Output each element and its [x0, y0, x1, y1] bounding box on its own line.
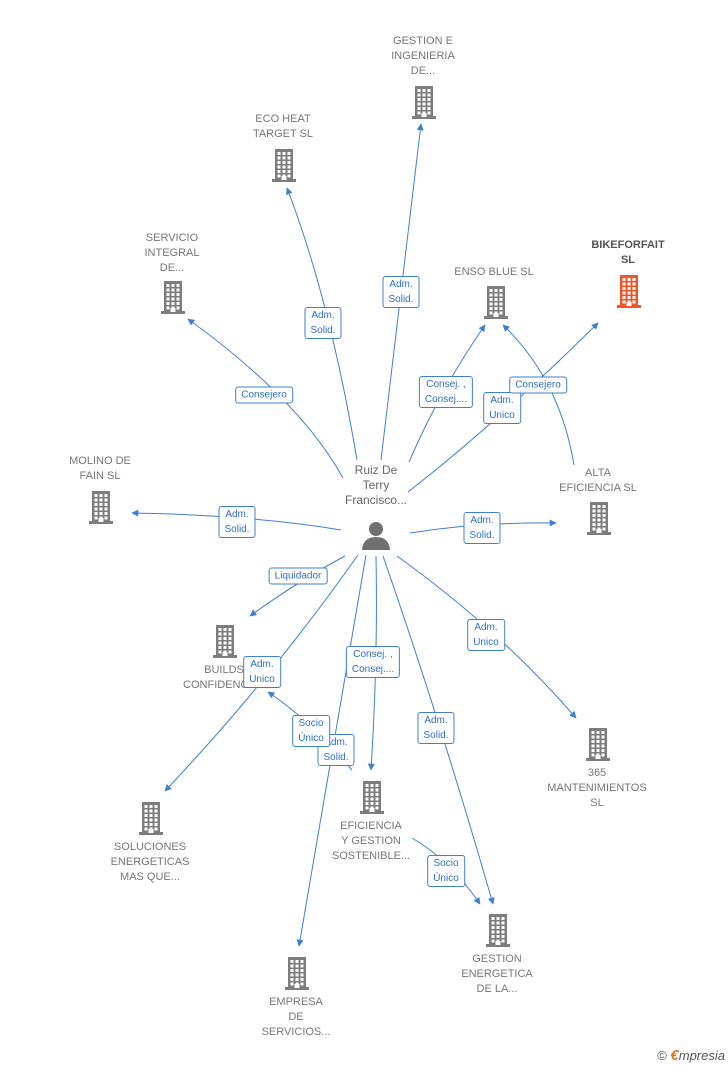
footer-brand[interactable]: © €mpresia	[657, 1047, 725, 1064]
building-icon	[161, 281, 185, 314]
relation-label[interactable]: Socio Único	[292, 715, 330, 747]
person-label: Ruiz De Terry Francisco...	[344, 463, 408, 507]
relation-label[interactable]: Consej. , Consej....	[345, 646, 401, 678]
building-icon	[486, 914, 510, 947]
relation-label[interactable]: Liquidador	[268, 567, 328, 585]
company-label: ALTA EFICIENCIA SL	[559, 467, 637, 494]
brand-logo-letter: €	[670, 1047, 679, 1064]
company-label: EFICIENCIA Y GESTION SOSTENIBLE...	[331, 820, 411, 862]
company-label: GESTION ENERGETICA DE LA...	[461, 953, 533, 995]
company-label: GESTION E INGENIERIA DE...	[391, 35, 455, 77]
relation-label[interactable]: Adm. Solid.	[304, 307, 342, 339]
building-icon	[484, 286, 508, 319]
relation-label[interactable]: Consejero	[509, 376, 567, 394]
building-icon	[89, 491, 113, 524]
relation-label[interactable]: Adm. Unico	[467, 619, 505, 651]
relation-label[interactable]: Adm. Solid.	[218, 506, 256, 538]
relation-label[interactable]: Consej. , Consej....	[418, 376, 474, 408]
company-label: ECO HEAT TARGET SL	[252, 113, 314, 140]
building-icon	[213, 625, 237, 658]
building-icon	[587, 502, 611, 535]
relation-label[interactable]: Adm. Solid.	[463, 512, 501, 544]
building-icon	[617, 275, 641, 308]
building-icon	[412, 86, 436, 119]
relation-label[interactable]: Adm. Unico	[483, 392, 521, 424]
building-icon	[360, 781, 384, 814]
building-icon	[586, 728, 610, 761]
edge-builds-liquidador	[249, 555, 346, 617]
relation-label[interactable]: Socio Único	[427, 855, 465, 887]
brand-name: mpresia	[678, 1048, 725, 1063]
copyright-symbol: ©	[657, 1048, 667, 1063]
company-label: 365 MANTENIMIENTOS SL	[547, 767, 647, 809]
company-label: ENSO BLUE SL	[454, 266, 534, 278]
building-icon	[139, 802, 163, 835]
company-label: MOLINO DE FAIN SL	[69, 455, 131, 482]
company-label: SOLUCIONES ENERGETICAS MAS QUE...	[110, 841, 190, 883]
company-label: SERVICIO INTEGRAL DE...	[144, 232, 200, 274]
building-icon	[272, 149, 296, 182]
building-icon	[285, 957, 309, 990]
relation-label[interactable]: Adm. Solid.	[382, 276, 420, 308]
relation-label[interactable]: Adm. Solid.	[417, 712, 455, 744]
company-label: EMPRESA DE SERVICIOS...	[261, 996, 331, 1038]
relation-label[interactable]: Consejero	[235, 386, 293, 404]
relation-label[interactable]: Adm. Solid.	[317, 734, 355, 766]
person-icon[interactable]	[360, 519, 392, 551]
company-label: BIKEFORFAIT SL	[591, 239, 665, 266]
relation-label[interactable]: Adm. Unico	[243, 656, 281, 688]
